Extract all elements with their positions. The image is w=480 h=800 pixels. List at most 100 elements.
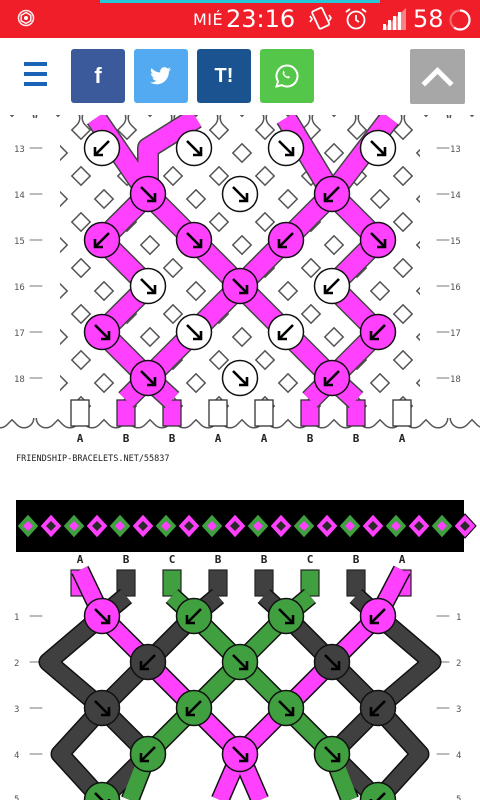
knot [359, 781, 397, 800]
p1-row-label-left-15: 15 [14, 237, 25, 247]
band-diamond-inner [115, 521, 125, 531]
knot [359, 313, 397, 351]
strand-white [0, 289, 125, 427]
p2-row-label-right-5: 5 [456, 795, 461, 800]
knot [313, 359, 351, 397]
pattern2-row-numbers: 1 2 3 4 5 1 2 3 4 5 [14, 613, 461, 800]
p1-bottom-label: B [307, 432, 314, 445]
band-diamond-inner [437, 521, 447, 531]
p2-top-label: B [353, 553, 360, 566]
p2-row-label-right-2: 2 [456, 659, 461, 669]
strand-end [70, 399, 90, 427]
strand-white [359, 293, 480, 427]
p2-top-label: B [123, 553, 130, 566]
p1-bottom-label: A [77, 432, 84, 445]
knot [83, 313, 121, 351]
band-diamond-inner [184, 521, 194, 531]
knot [267, 597, 305, 635]
p1-row-label-left-14: 14 [14, 191, 25, 201]
p2-row-label-right-1: 1 [456, 613, 461, 623]
alarm-icon [345, 8, 367, 30]
battery-level: 58 [413, 5, 444, 33]
p1-row-label-right-18: 18 [450, 375, 461, 385]
band-diamond-inner [414, 521, 424, 531]
strand [372, 609, 440, 715]
p2-row-label-left-5: 5 [14, 795, 19, 800]
knot [221, 359, 259, 397]
tumblr-icon: T! [214, 64, 234, 87]
whatsapp-share-button[interactable] [260, 49, 314, 103]
p1-row-label-left-13: 13 [14, 145, 25, 155]
knot [313, 643, 351, 681]
knot [175, 597, 213, 635]
p1-row-label-right-17: 17 [450, 329, 461, 339]
facebook-icon: f [94, 63, 102, 88]
strand-white [129, 115, 447, 427]
band-diamond-inner [345, 521, 355, 531]
pattern1-row-numbers: 13 14 15 16 17 18 13 14 15 16 17 18 [14, 145, 461, 385]
strand-white [0, 115, 125, 247]
knot [175, 221, 213, 259]
knot [221, 267, 259, 305]
status-day: MIÉ [193, 10, 224, 29]
p2-top-label: C [307, 553, 314, 566]
knot [83, 689, 121, 727]
p2-top-label: A [399, 553, 406, 566]
p1-row-label-right-16: 16 [450, 283, 461, 293]
strand [40, 609, 108, 715]
band-diamond-inner [207, 521, 217, 531]
status-bar: MIÉ 23:16 58 [0, 0, 480, 38]
signal-icon [382, 8, 406, 30]
pattern1-knots [83, 129, 397, 397]
knot [313, 735, 351, 773]
strand-white [359, 115, 480, 243]
knot [83, 221, 121, 259]
p1-row-label-left-17: 17 [14, 329, 25, 339]
p2-row-label-right-3: 3 [456, 705, 461, 715]
p1-row-label-right-15: 15 [450, 237, 461, 247]
p2-row-label-left-4: 4 [14, 751, 19, 761]
p2-row-label-left-2: 2 [14, 659, 19, 669]
scroll-to-top-button[interactable] [410, 49, 465, 104]
facebook-share-button[interactable]: f [71, 49, 125, 103]
pattern2-preview-band [16, 500, 477, 552]
knot [359, 689, 397, 727]
twitter-icon [150, 67, 171, 85]
knot [175, 313, 213, 351]
knot [129, 267, 167, 305]
p1-row-label-left-18: 18 [14, 375, 25, 385]
p2-row-label-right-4: 4 [456, 751, 461, 761]
p2-row-label-left-3: 3 [14, 705, 19, 715]
knot [129, 735, 167, 773]
knot [359, 597, 397, 635]
band-diamond-inner [322, 521, 332, 531]
band-diamond-inner [391, 521, 401, 531]
whatsapp-icon [275, 64, 299, 88]
band-diamond-inner [69, 521, 79, 531]
p1-bottom-label: B [169, 432, 176, 445]
knot [221, 175, 259, 213]
knot [129, 175, 167, 213]
p2-row-label-left-1: 1 [14, 613, 19, 623]
p1-bottom-label: A [399, 432, 406, 445]
pattern1-source-link[interactable]: FRIENDSHIP-BRACELETS.NET/55837 [16, 454, 170, 464]
knot [83, 781, 121, 800]
strand-white [37, 115, 355, 427]
strand-end [254, 399, 274, 427]
status-time: 23:16 [226, 5, 296, 33]
menu-icon[interactable] [24, 62, 47, 87]
tumblr-share-button[interactable]: T! [197, 49, 251, 103]
twitter-share-button[interactable] [134, 49, 188, 103]
band-diamond-inner [368, 521, 378, 531]
knot [359, 129, 397, 167]
p2-top-label: B [261, 553, 268, 566]
band-diamond-inner [460, 521, 470, 531]
knot [129, 643, 167, 681]
status-accent-line [100, 0, 380, 3]
knot [175, 689, 213, 727]
band-diamond-inner [92, 521, 102, 531]
p1-bottom-label: B [123, 432, 130, 445]
p1-bottom-label: A [215, 432, 222, 445]
band-diamond-inner [299, 521, 309, 531]
p1-row-label-right-14: 14 [450, 191, 461, 201]
